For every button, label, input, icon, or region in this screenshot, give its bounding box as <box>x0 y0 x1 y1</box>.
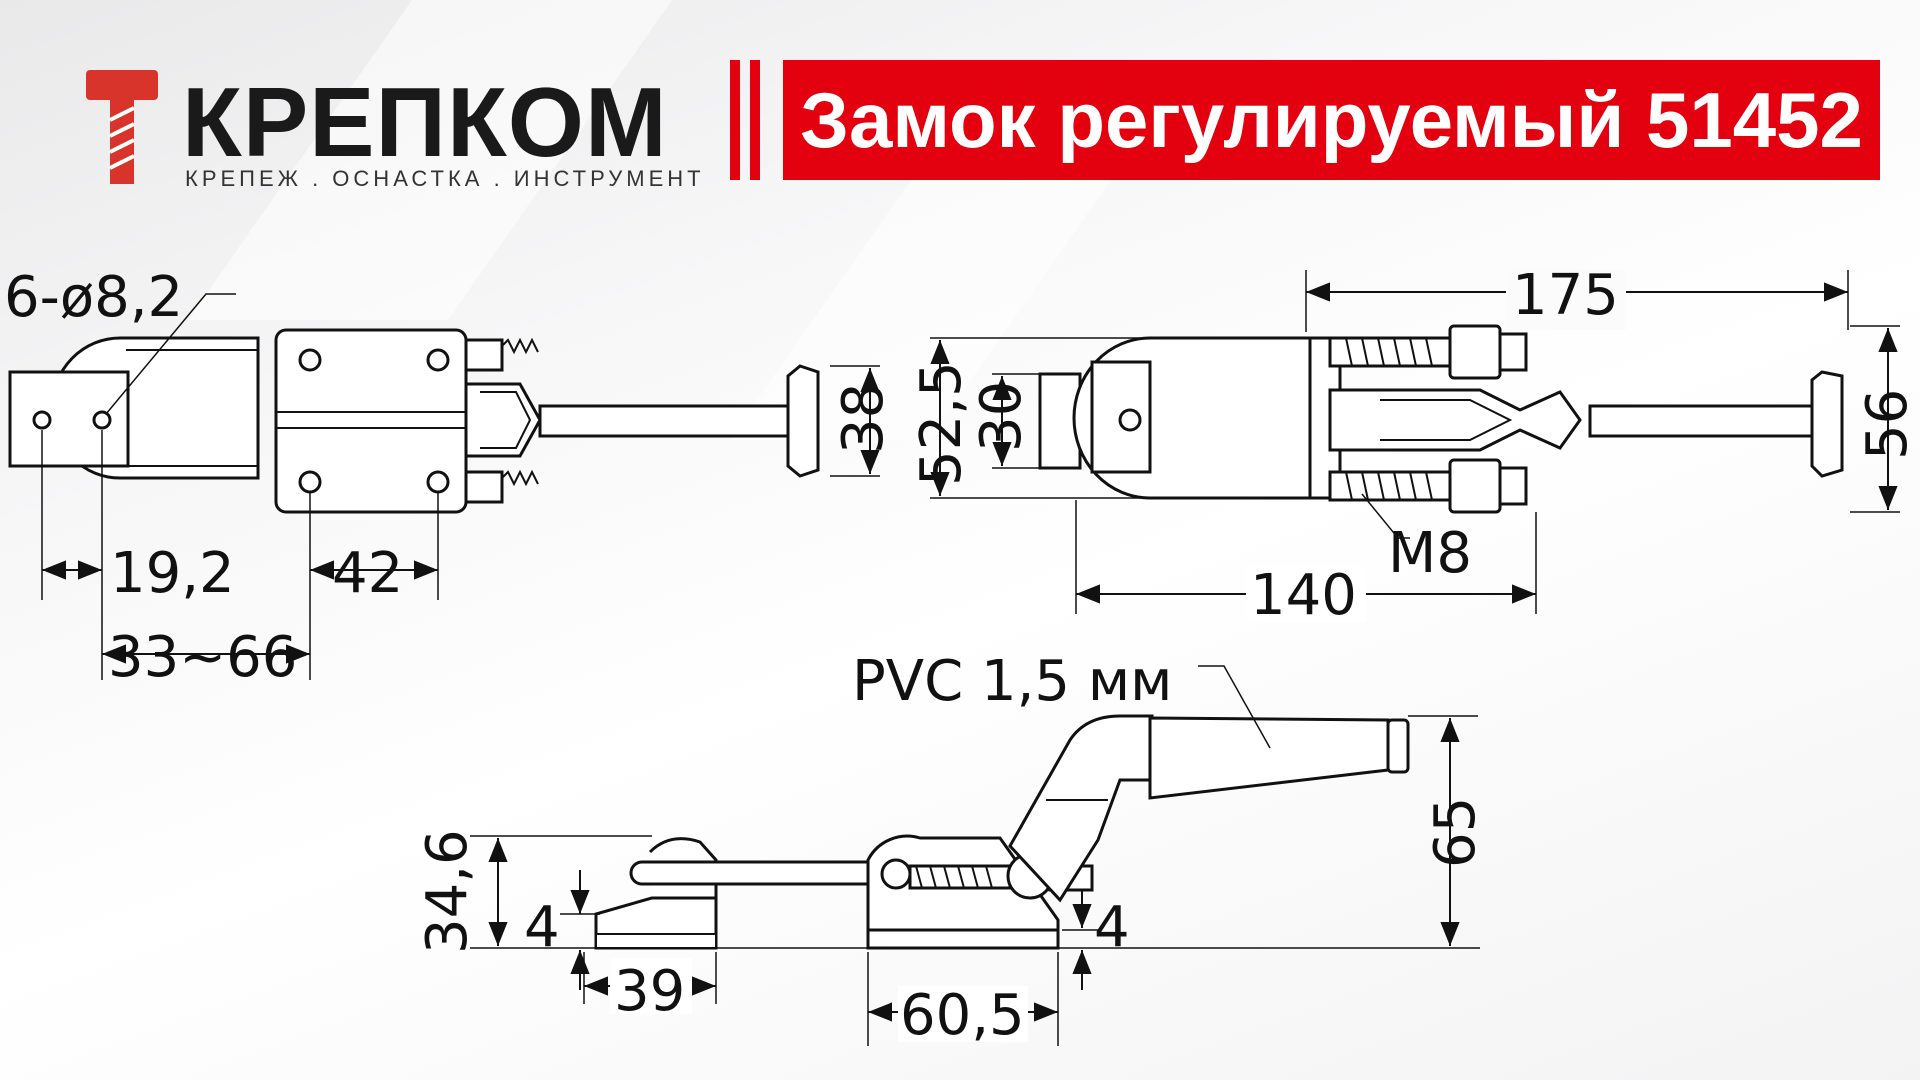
top-view-right <box>1038 324 1844 514</box>
title-banner: Замок регулируемый 51452 <box>783 60 1880 180</box>
hole <box>298 348 322 372</box>
nut <box>1448 458 1502 514</box>
top-view-left <box>8 328 820 514</box>
label-33-66: 33~66 <box>108 625 297 690</box>
hole <box>426 470 450 494</box>
hole <box>1118 408 1142 432</box>
brand-tagline: КРЕПЕЖ . ОСНАСТКА . ИНСТРУМЕНТ <box>185 166 705 191</box>
banner-accent-bars <box>730 60 770 180</box>
base-plate <box>866 928 1060 950</box>
label-52-5: 52,5 <box>909 361 974 486</box>
label-42: 42 <box>332 541 403 606</box>
handle <box>538 404 802 438</box>
label-175: 175 <box>1512 263 1619 328</box>
page-title: Замок регулируемый 51452 <box>800 75 1863 164</box>
label-34-6: 34,6 <box>415 829 480 954</box>
label-56: 56 <box>1855 389 1920 460</box>
hole <box>298 470 322 494</box>
brand-logo: КРЕПКОМ КРЕПЕЖ . ОСНАСТКА . ИНСТРУМЕНТ <box>82 62 701 202</box>
label-38: 38 <box>831 383 896 454</box>
label-60-5: 60,5 <box>900 983 1025 1048</box>
label-39: 39 <box>614 959 685 1024</box>
brand-name: КРЕПКОМ <box>182 67 668 177</box>
label-pvc: PVC 1,5 мм <box>852 649 1172 714</box>
label-holes: 6-ø8,2 <box>4 265 183 330</box>
label-m8: M8 <box>1388 521 1472 586</box>
hole <box>92 410 112 430</box>
hole <box>32 410 52 430</box>
handle <box>1588 404 1832 438</box>
label-65: 65 <box>1423 797 1488 868</box>
label-30: 30 <box>969 381 1034 452</box>
label-140: 140 <box>1250 563 1357 628</box>
hole <box>426 348 450 372</box>
lever-arm <box>1008 714 1154 903</box>
label-4-right: 4 <box>1094 895 1130 960</box>
nut <box>1448 324 1502 380</box>
side-view <box>594 714 1410 950</box>
label-4-left: 4 <box>524 895 560 960</box>
label-19-2: 19,2 <box>110 541 235 606</box>
pvc-grip <box>1148 716 1390 800</box>
bolt-icon <box>86 70 158 184</box>
